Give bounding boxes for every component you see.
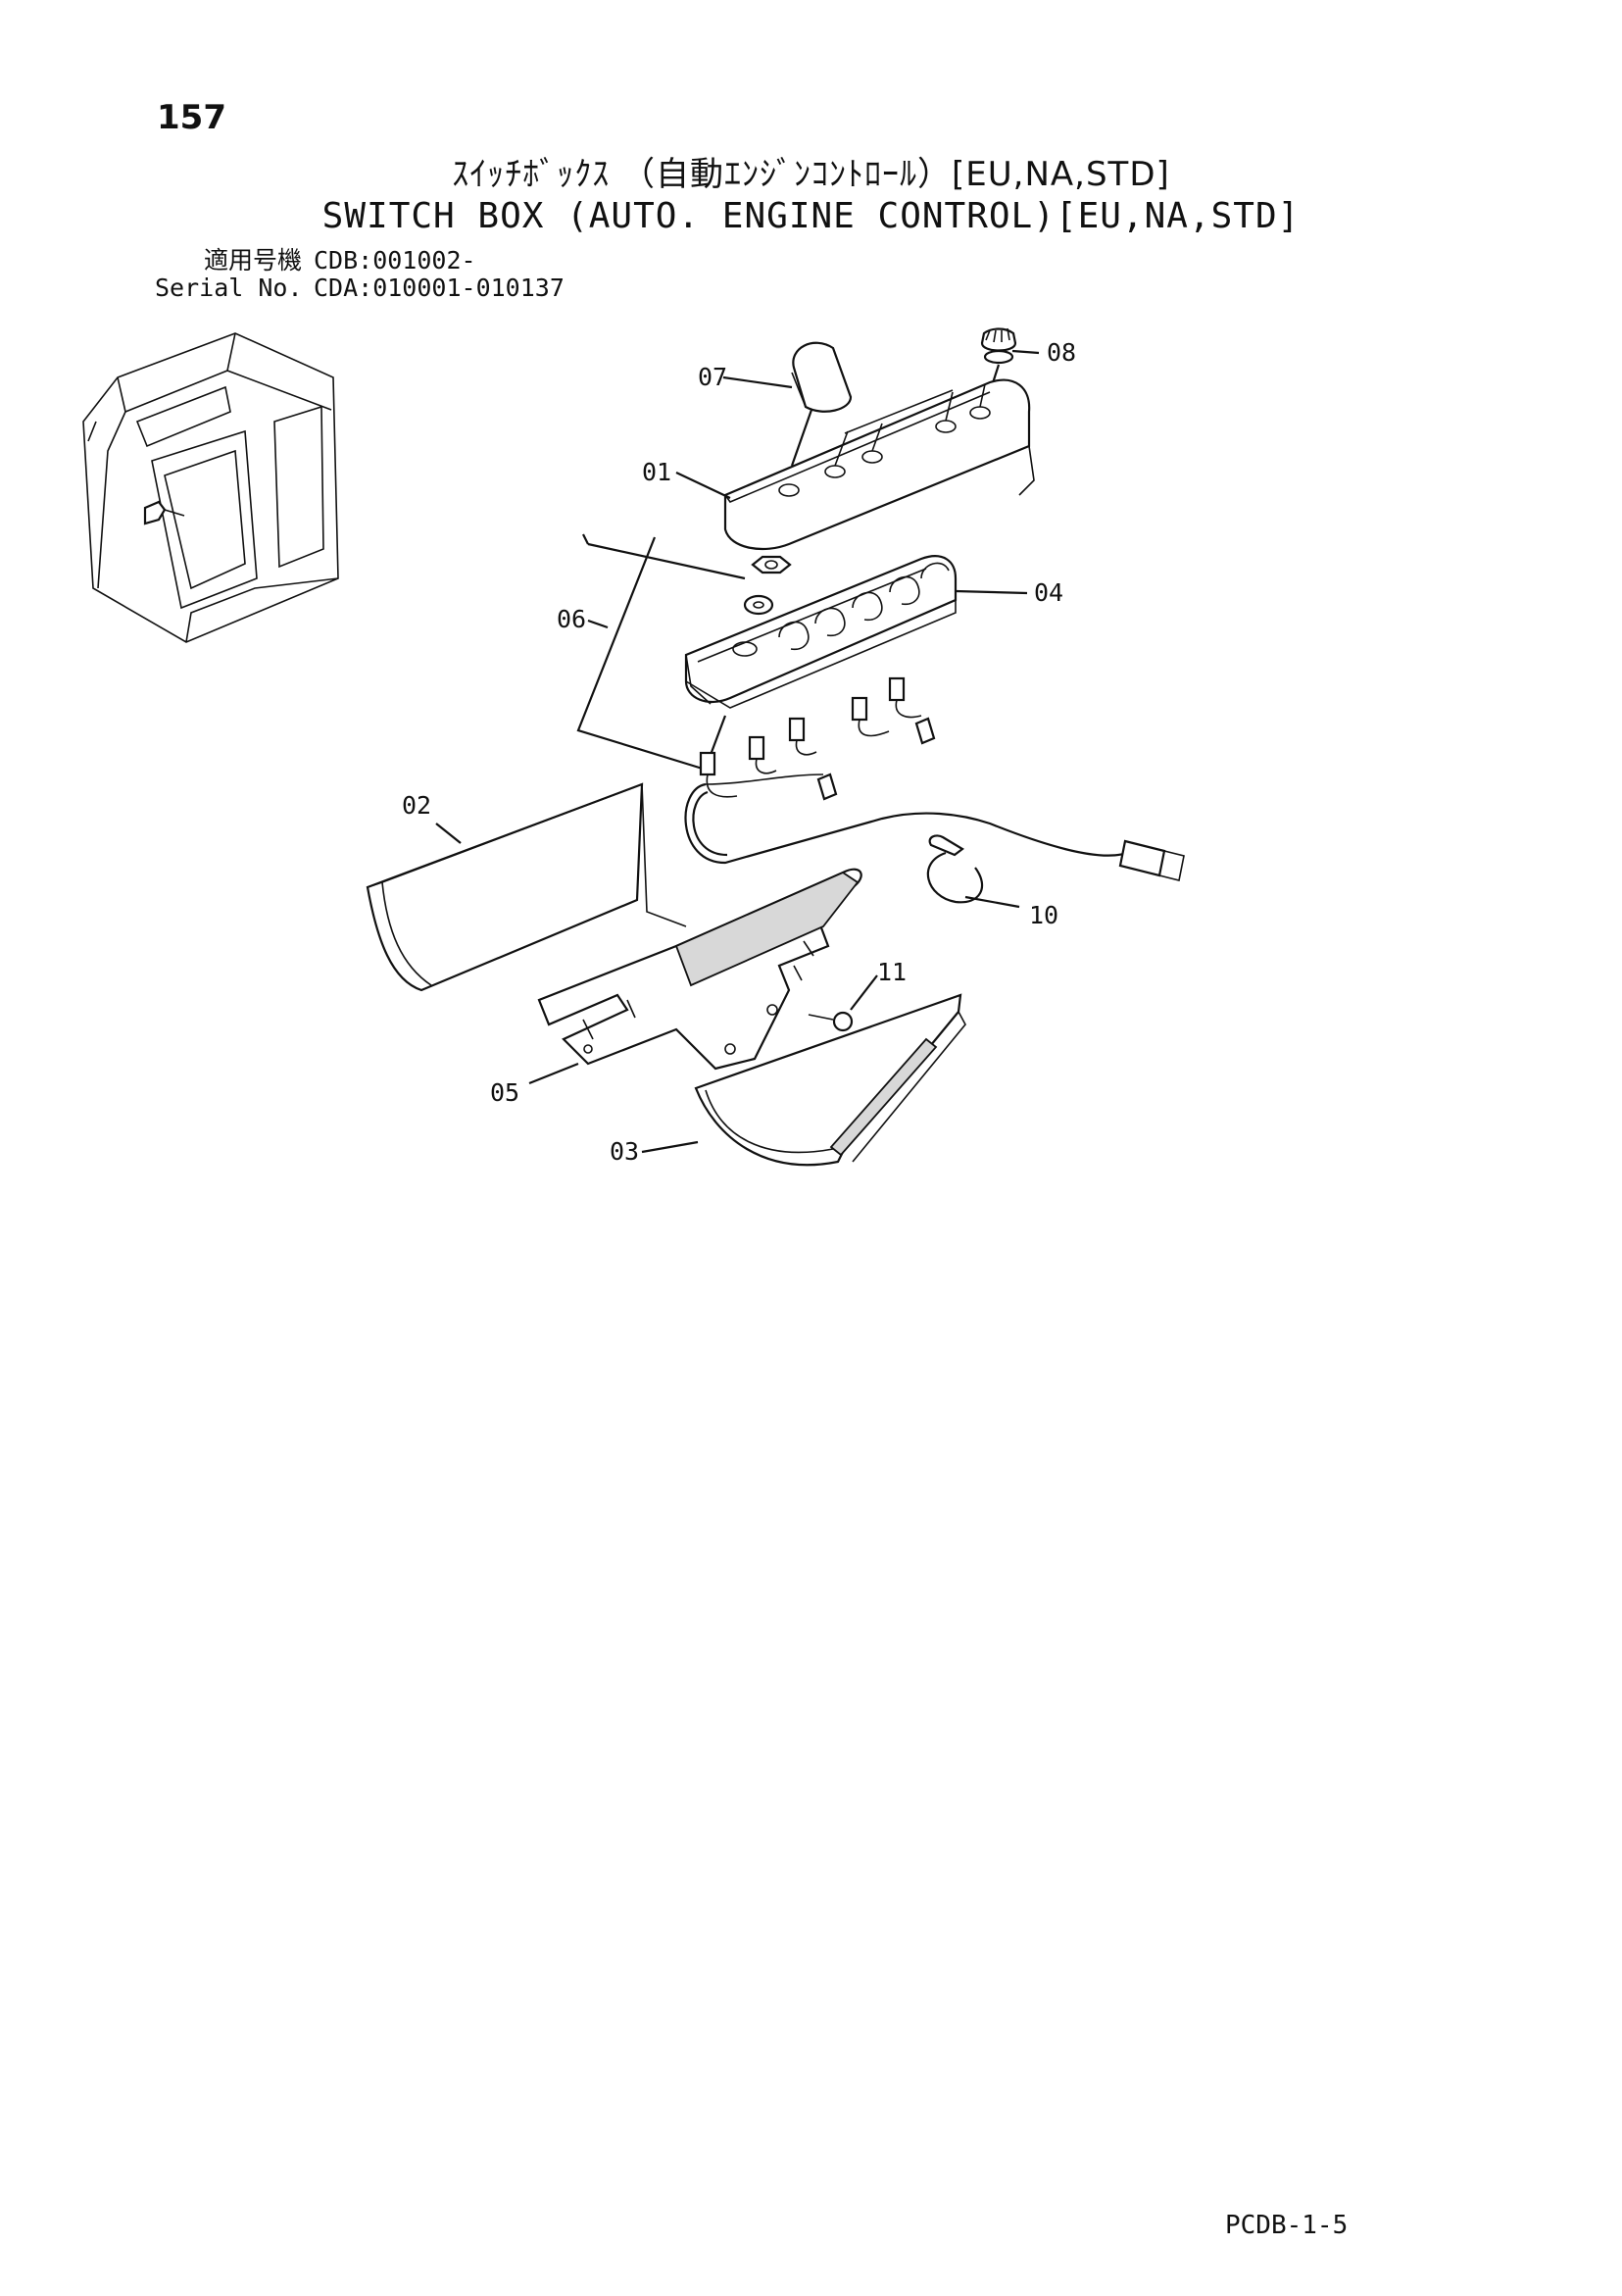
callout-01: 01 [642, 458, 671, 486]
callout-10: 10 [1029, 901, 1058, 929]
bracket-plate-05 [537, 868, 862, 1071]
lower-cover-03 [694, 993, 966, 1167]
callout-07: 07 [698, 363, 727, 391]
callout-05: 05 [490, 1078, 519, 1107]
callout-03: 03 [610, 1137, 639, 1166]
footer-code: PCDB-1-5 [1225, 2211, 1349, 2240]
clamp-10 [926, 834, 984, 904]
page-number: 157 [157, 98, 226, 137]
serial-number-block: 適用号機 CDB:001002- Serial No. CDA:010001-010… [155, 247, 565, 302]
nut-washer-06 [743, 555, 792, 616]
callout-08: 08 [1047, 338, 1076, 367]
serial-row-2: Serial No. CDA:010001-010137 [155, 275, 565, 302]
title-japanese: ｽｲｯﾁﾎﾞｯｸｽ （自動ｴﾝｼﾞﾝｺﾝﾄﾛｰﾙ）[EU,NA,STD] [452, 155, 1170, 194]
callout-06: 06 [557, 605, 586, 633]
switch-housing-04 [684, 555, 958, 709]
callout-04: 04 [1034, 578, 1063, 607]
callout-11: 11 [877, 958, 907, 986]
knob-07 [790, 341, 853, 467]
wiring-harness [576, 533, 1185, 881]
serial-label-en: Serial No. [155, 274, 303, 302]
cab-locator-sketch [82, 332, 339, 643]
serial-row-1: 適用号機 CDB:001002- [155, 247, 565, 275]
callout-02: 02 [402, 791, 431, 820]
cover-panel-01 [723, 378, 1035, 551]
serial-value-2: CDA:010001-010137 [314, 274, 565, 302]
serial-label-jp: 適用号機 [203, 246, 302, 275]
screw-11 [808, 974, 878, 1032]
title-english: SWITCH BOX (AUTO. ENGINE CONTROL)[EU,NA,… [321, 196, 1301, 236]
side-cover-02 [366, 782, 687, 992]
callout-leaders [435, 349, 1040, 1154]
serial-value-1: CDB:001002- [314, 246, 476, 275]
